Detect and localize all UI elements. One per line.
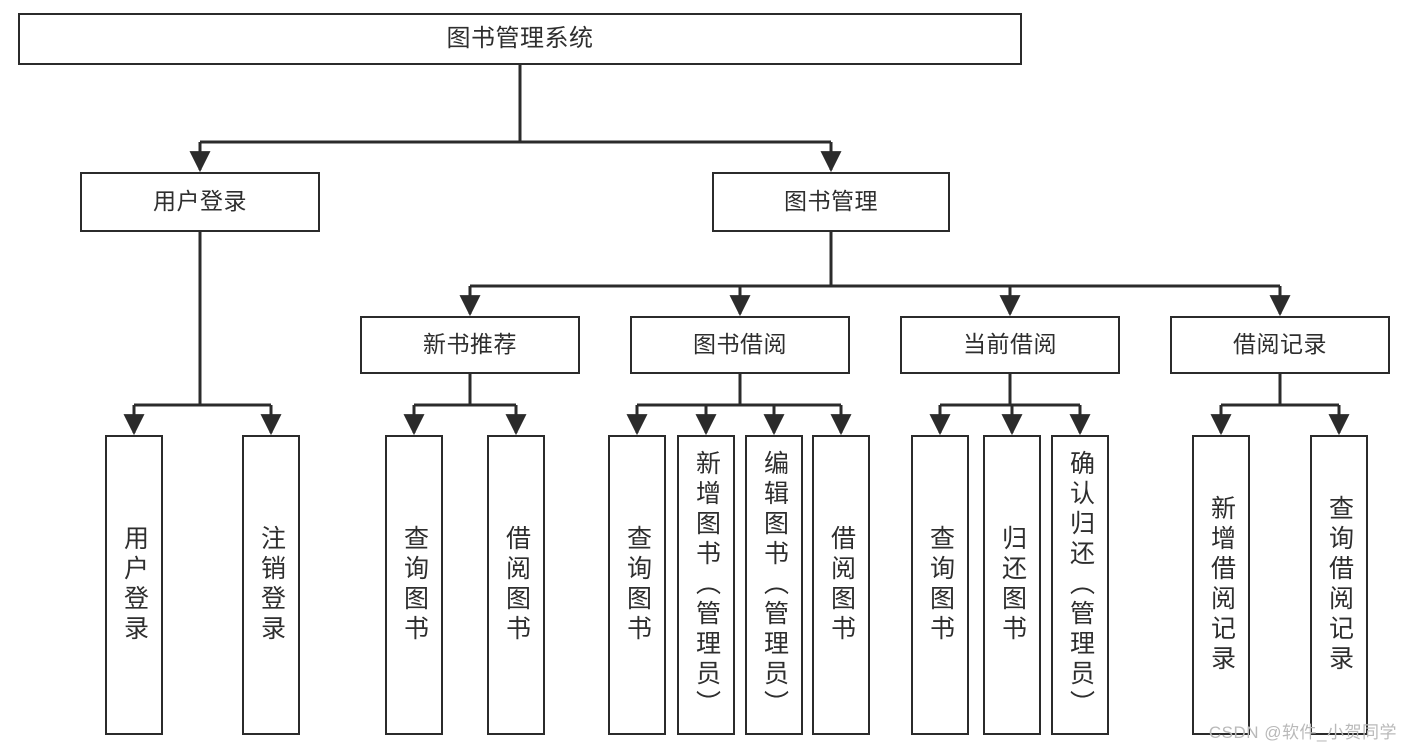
node-label: 图书借阅 (693, 331, 787, 358)
node-label: 图书管理系统 (446, 24, 594, 52)
node-label: 注销登录 (257, 525, 286, 645)
node-label: 归还图书 (998, 525, 1027, 645)
node-label: 新增图书（管理员） (692, 450, 721, 720)
node-leaf-re-add[interactable]: 新增借阅记录 (1192, 435, 1250, 735)
node-leaf-bo-query[interactable]: 查询图书 (608, 435, 666, 735)
node-leaf-nb-borrow[interactable]: 借阅图书 (487, 435, 545, 735)
node-login[interactable]: 用户登录 (80, 172, 320, 232)
node-root[interactable]: 图书管理系统 (18, 13, 1022, 65)
node-leaf-cu-return[interactable]: 归还图书 (983, 435, 1041, 735)
node-newbook[interactable]: 新书推荐 (360, 316, 580, 374)
node-leaf-bo-edit[interactable]: 编辑图书（管理员） (745, 435, 803, 735)
node-current[interactable]: 当前借阅 (900, 316, 1120, 374)
node-leaf-re-query[interactable]: 查询借阅记录 (1310, 435, 1368, 735)
node-leaf-user-login[interactable]: 用户登录 (105, 435, 163, 735)
node-label: 查询图书 (623, 525, 652, 645)
node-label: 新增借阅记录 (1207, 495, 1236, 675)
node-label: 查询借阅记录 (1325, 495, 1354, 675)
node-label: 查询图书 (400, 525, 429, 645)
node-label: 借阅图书 (827, 525, 856, 645)
watermark-label: CSDN @软件_小贺同学 (1208, 723, 1397, 742)
node-label: 图书管理 (784, 188, 878, 215)
node-label: 编辑图书（管理员） (760, 450, 789, 720)
node-label: 借阅记录 (1233, 331, 1327, 358)
node-label: 借阅图书 (502, 525, 531, 645)
node-label: 用户登录 (153, 188, 247, 215)
node-borrow[interactable]: 图书借阅 (630, 316, 850, 374)
node-leaf-bo-add[interactable]: 新增图书（管理员） (677, 435, 735, 735)
node-label: 用户登录 (120, 525, 149, 645)
node-leaf-cu-query[interactable]: 查询图书 (911, 435, 969, 735)
node-label: 确认归还（管理员） (1066, 450, 1095, 720)
node-leaf-user-logout[interactable]: 注销登录 (242, 435, 300, 735)
node-records[interactable]: 借阅记录 (1170, 316, 1390, 374)
node-leaf-bo-borrow[interactable]: 借阅图书 (812, 435, 870, 735)
node-leaf-nb-query[interactable]: 查询图书 (385, 435, 443, 735)
node-label: 新书推荐 (423, 331, 517, 358)
node-label: 当前借阅 (963, 331, 1057, 358)
node-leaf-cu-confirm[interactable]: 确认归还（管理员） (1051, 435, 1109, 735)
node-bookmgmt[interactable]: 图书管理 (712, 172, 950, 232)
node-label: 查询图书 (926, 525, 955, 645)
